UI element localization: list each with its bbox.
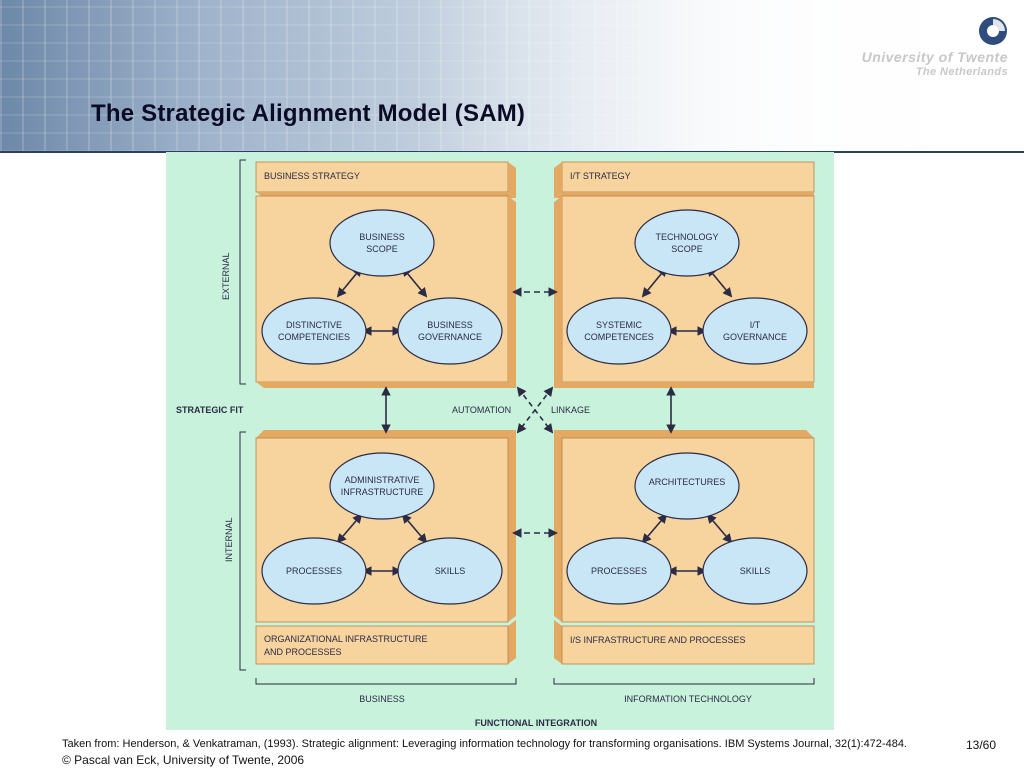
node-labels: BUSINESS SCOPE DISTINCTIVE COMPETENCIES …: [278, 232, 787, 576]
node-is-skills: SKILLS: [740, 566, 771, 576]
information-technology-label: INFORMATION TECHNOLOGY: [624, 694, 752, 704]
is-infra-header: I/S INFRASTRUCTURE AND PROCESSES: [570, 635, 746, 645]
strategic-fit-label: STRATEGIC FIT: [176, 405, 244, 415]
org-infra-header-line2: AND PROCESSES: [264, 647, 342, 657]
node-org-skills: SKILLS: [435, 566, 466, 576]
node-systemic-competences-l1: SYSTEMIC: [596, 320, 643, 330]
node-technology-scope-l1: TECHNOLOGY: [655, 232, 718, 242]
node-business-governance-l2: GOVERNANCE: [418, 332, 482, 342]
university-country: The Netherlands: [915, 66, 1008, 78]
business-label: BUSINESS: [359, 694, 405, 704]
page-number: 13/60: [966, 738, 997, 752]
node-architectures: ARCHITECTURES: [649, 477, 726, 487]
source-citation: Taken from: Henderson, & Venkatraman, (1…: [62, 738, 907, 750]
node-business-scope-l2: SCOPE: [366, 244, 398, 254]
node-business-scope-l1: BUSINESS: [359, 232, 405, 242]
org-infra-header-line1: ORGANIZATIONAL INFRASTRUCTURE: [264, 634, 428, 644]
strategic-alignment-diagram: EXTERNAL INTERNAL STRATEGIC FIT BUSINESS…: [166, 152, 834, 730]
node-administrative-infrastructure-l1: ADMINISTRATIVE: [345, 475, 420, 485]
header-banner: [0, 0, 1024, 152]
linkage-label: LINKAGE: [551, 405, 590, 415]
node-technology-scope-l2: SCOPE: [671, 244, 703, 254]
business-strategy-header: BUSINESS STRATEGY: [264, 171, 360, 181]
internal-label: INTERNAL: [224, 517, 234, 562]
node-distinctive-competencies-l2: COMPETENCIES: [278, 332, 350, 342]
automation-label: AUTOMATION: [452, 405, 511, 415]
node-it-governance-l1: I/T: [750, 320, 761, 330]
internal-bracket: [239, 431, 246, 671]
external-label: EXTERNAL: [221, 252, 231, 300]
it-strategy-header: I/T STRATEGY: [570, 171, 631, 181]
node-business-governance-l1: BUSINESS: [427, 320, 473, 330]
node-ellipses: [261, 209, 808, 605]
banner-fade: [420, 0, 1024, 152]
cross-domain-arrows: [381, 287, 676, 538]
page-title: The Strategic Alignment Model (SAM): [91, 100, 526, 127]
bottom-brackets: [255, 678, 815, 685]
node-distinctive-competencies-l1: DISTINCTIVE: [286, 320, 342, 330]
node-org-processes: PROCESSES: [286, 566, 342, 576]
functional-integration-label: FUNCTIONAL INTEGRATION: [475, 718, 597, 728]
external-bracket: [239, 159, 246, 385]
node-systemic-competences-l2: COMPETENCES: [584, 332, 654, 342]
university-logo-icon: [979, 17, 1007, 45]
node-is-processes: PROCESSES: [591, 566, 647, 576]
university-name: University of Twente: [861, 49, 1008, 65]
node-it-governance-l2: GOVERNANCE: [723, 332, 787, 342]
copyright-notice: © Pascal van Eck, University of Twente, …: [62, 753, 305, 767]
node-administrative-infrastructure-l2: INFRASTRUCTURE: [341, 487, 424, 497]
